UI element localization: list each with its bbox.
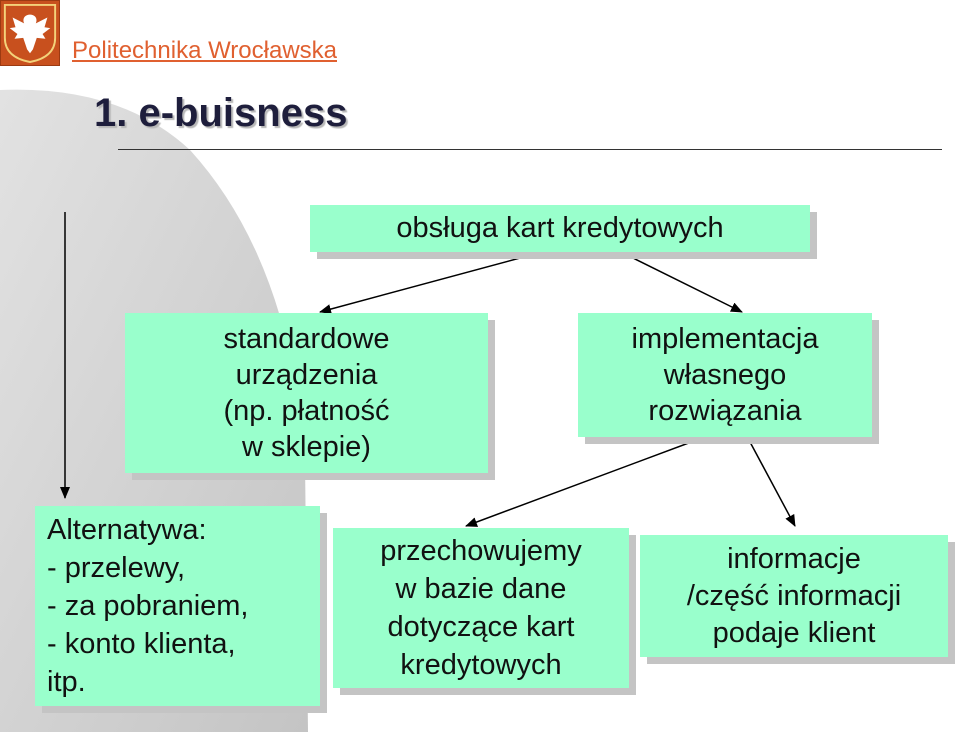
eagle-crest-icon bbox=[3, 4, 57, 63]
university-name-link[interactable]: Politechnika Wrocławska bbox=[72, 37, 337, 64]
node-alternatives: Alternatywa: - przelewy, - za pobraniem,… bbox=[35, 506, 320, 706]
node-client-provides-info: informacje /część informacji podaje klie… bbox=[640, 535, 948, 657]
arrow-own-to-info bbox=[749, 441, 796, 527]
arrow-own-to-db bbox=[465, 440, 695, 527]
arrow-root-to-own bbox=[632, 257, 743, 313]
slide-title: 1. e-buisness bbox=[94, 91, 348, 135]
university-logo bbox=[0, 0, 60, 66]
node-credit-card-handling-label: obsługa kart kredytowych bbox=[396, 212, 724, 244]
node-credit-card-handling: obsługa kart kredytowych bbox=[310, 205, 810, 252]
arrow-root-to-standard bbox=[319, 257, 521, 314]
node-own-implementation-label: implementacja własnego rozwiązania bbox=[631, 323, 819, 427]
title-underline bbox=[118, 149, 942, 150]
node-store-in-database: przechowujemy w bazie dane dotyczące kar… bbox=[333, 528, 629, 688]
node-own-implementation: implementacja własnego rozwiązania bbox=[578, 313, 872, 437]
node-standard-devices-label: standardowe urządzenia (np. płatność w s… bbox=[223, 323, 390, 463]
node-alternatives-label: Alternatywa: - przelewy, - za pobraniem,… bbox=[47, 514, 249, 698]
node-standard-devices: standardowe urządzenia (np. płatność w s… bbox=[125, 313, 488, 473]
node-store-in-database-label: przechowujemy w bazie dane dotyczące kar… bbox=[380, 535, 582, 681]
node-client-provides-info-label: informacje /część informacji podaje klie… bbox=[686, 542, 902, 649]
